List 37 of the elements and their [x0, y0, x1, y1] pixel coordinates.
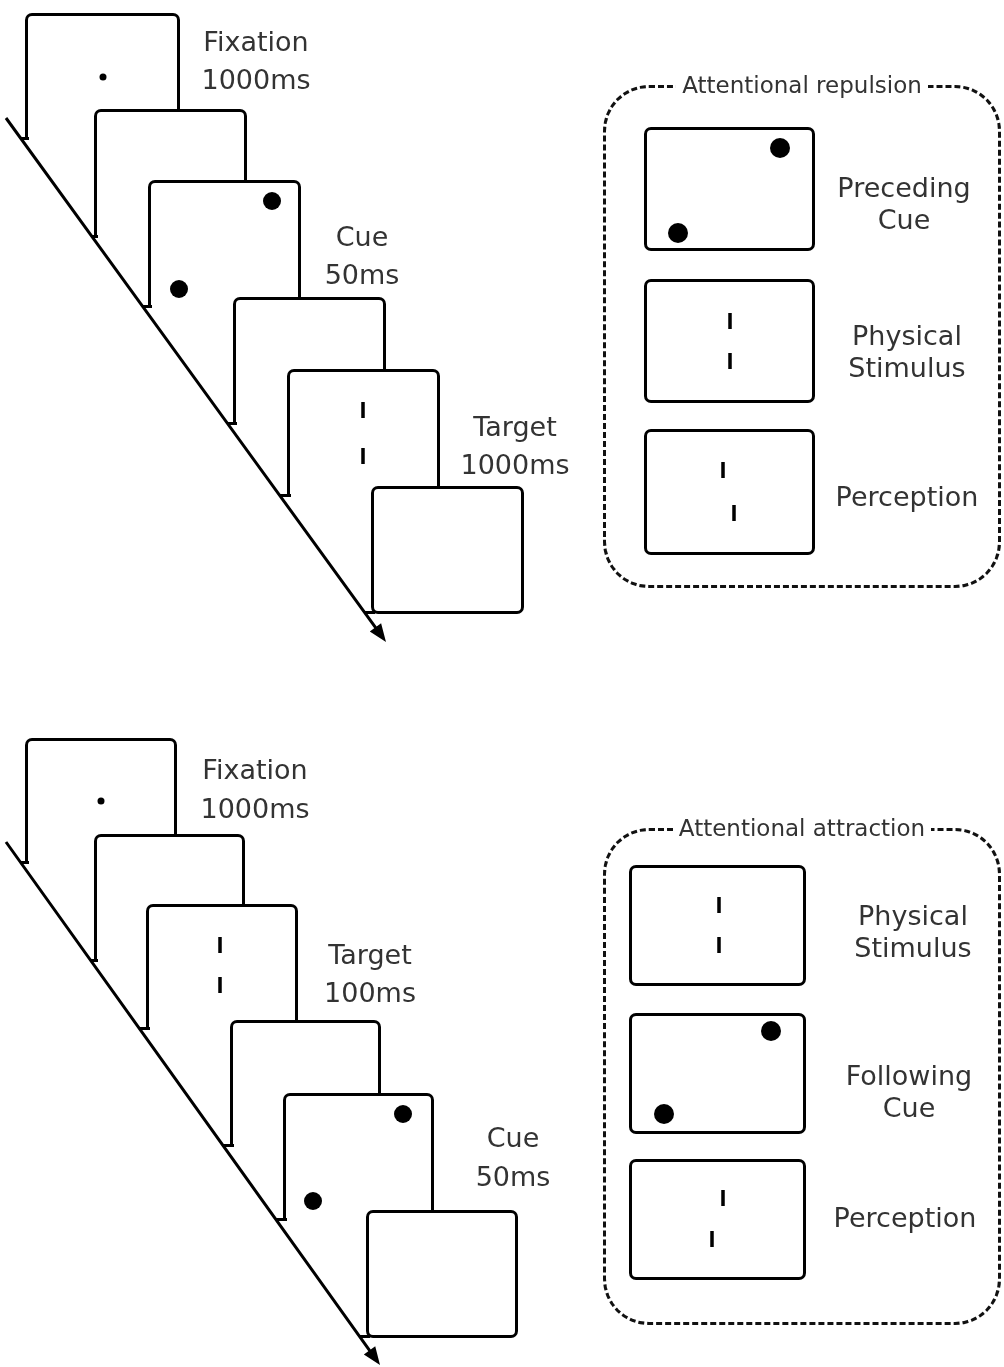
stage-label: 1000ms [459, 449, 571, 481]
screen-frame [148, 180, 301, 297]
stage-label: 1000ms [200, 64, 312, 96]
screen-caption: Physical Stimulus [853, 900, 973, 964]
example-screen [629, 1013, 806, 1134]
stage-label: 1000ms [199, 793, 311, 825]
screen-frame [94, 109, 247, 180]
screen-frame [25, 738, 177, 834]
stage-label: Fixation [202, 26, 310, 58]
group-heading: Attentional repulsion [676, 72, 928, 98]
example-screen [644, 279, 815, 403]
screen-caption: Preceding Cue [836, 172, 972, 236]
example-screen [644, 429, 815, 555]
screen-frame [230, 1020, 381, 1093]
example-screen [629, 1159, 806, 1280]
screen-caption: Perception [834, 481, 980, 513]
stage-label: Cue [334, 221, 390, 253]
screen-frame [283, 1093, 434, 1210]
stage-label: Target [327, 939, 413, 971]
example-screen [629, 865, 806, 986]
screen-caption: Physical Stimulus [847, 320, 967, 384]
screen-caption: Following Cue [844, 1060, 974, 1124]
screen-frame [233, 297, 386, 369]
stage-label: Cue [485, 1122, 541, 1154]
screen-frame [146, 904, 298, 1020]
stage-label: 50ms [474, 1161, 552, 1193]
example-screen [644, 127, 815, 251]
screen-frame [371, 486, 524, 614]
stage-label: Fixation [201, 754, 309, 786]
screen-frame [25, 13, 180, 109]
stage-label: Target [472, 411, 558, 443]
screen-frame [366, 1210, 518, 1338]
stage-label: 100ms [323, 977, 417, 1009]
screen-frame [287, 369, 440, 486]
screen-caption: Perception [832, 1202, 978, 1234]
screen-frame [94, 834, 245, 904]
stage-label: 50ms [323, 259, 401, 291]
